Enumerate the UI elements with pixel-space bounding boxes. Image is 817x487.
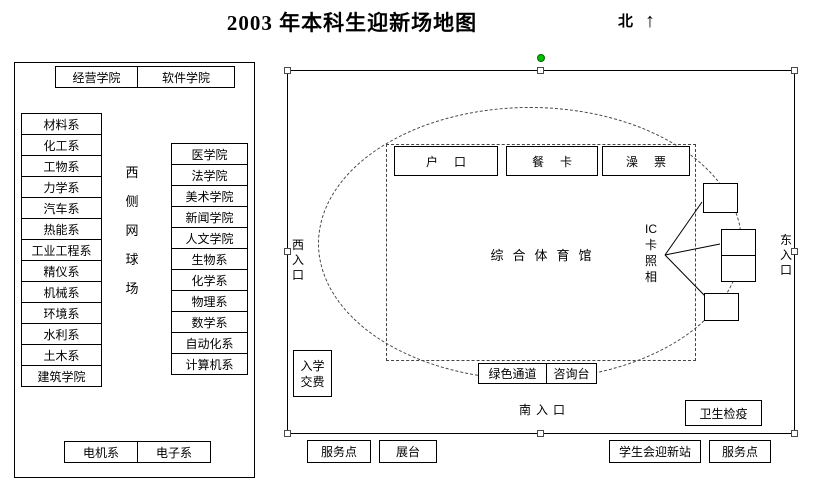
right-department-column: 医学院 法学院 美术学院 新闻学院 人文学院 生物系 化学系 物理系 数学系 自… [171,143,248,375]
dept-box: 人文学院 [171,227,248,249]
east-entrance-label: 东 入 口 [779,233,792,277]
enrollment-payment-box: 入学 交费 [293,350,332,397]
dept-box: 工物系 [21,155,102,177]
left-department-column: 材料系 化工系 工物系 力学系 汽车系 热能系 工业工程系 精仪系 机械系 环境… [21,113,102,387]
selection-handle[interactable] [284,67,291,74]
dept-box: 新闻学院 [171,206,248,228]
gym-label: 综合体育馆 [490,248,601,263]
service-point-box: 服务点 [307,440,371,463]
exhibit-stand-box: 展台 [379,440,437,463]
college-box: 经营学院 [55,66,138,88]
dept-box: 物理系 [171,290,248,312]
selection-handle[interactable] [791,248,798,255]
dept-box: 生物系 [171,248,248,270]
site-map-panel[interactable]: 户口 餐卡 澡票 综合体育馆 IC 卡 照 相 绿色通道 咨询台 西 入 口 东… [284,54,798,437]
west-entrance-label: 西 入 口 [291,238,304,282]
rotation-handle[interactable] [537,54,545,62]
selection-handle[interactable] [791,67,798,74]
info-desk-box: 咨询台 [546,363,597,384]
bottom-departments-row: 电机系 电子系 [64,441,211,463]
north-arrow-icon: ↑ [645,9,656,32]
dept-box: 计算机系 [171,353,248,375]
photo-booth-box [721,229,756,256]
north-indicator: 北 ↑ [618,10,655,31]
student-union-station-box: 学生会迎新站 [609,440,701,463]
dept-box: 医学院 [171,143,248,165]
dept-box: 汽车系 [21,197,102,219]
green-channel-box: 绿色通道 [478,363,547,384]
gym-service-box-zaopiao: 澡票 [602,146,690,176]
dept-box: 精仪系 [21,260,102,282]
selection-handle[interactable] [537,67,544,74]
dept-box: 电子系 [137,441,211,463]
ic-photo-label: IC 卡 照 相 [644,222,657,284]
photo-booth-box [704,293,739,321]
college-box: 软件学院 [137,66,235,88]
dept-box: 环境系 [21,302,102,324]
departments-panel: 经营学院 软件学院 材料系 化工系 工物系 力学系 汽车系 热能系 工业工程系 … [14,62,255,478]
dept-box: 化学系 [171,269,248,291]
service-point-box: 服务点 [709,440,771,463]
selection-handle[interactable] [791,430,798,437]
dept-box: 机械系 [21,281,102,303]
dept-box: 数学系 [171,311,248,333]
dept-box: 电机系 [64,441,138,463]
photo-booth-box [721,255,756,282]
dept-box: 法学院 [171,164,248,186]
dept-box: 自动化系 [171,332,248,354]
dept-box: 工业工程系 [21,239,102,261]
selection-handle[interactable] [537,430,544,437]
dept-box: 力学系 [21,176,102,198]
dept-box: 材料系 [21,113,102,135]
dept-box: 美术学院 [171,185,248,207]
photo-booth-box [703,183,738,213]
selection-handle[interactable] [284,248,291,255]
dept-box: 热能系 [21,218,102,240]
dept-box: 建筑学院 [21,365,102,387]
north-label: 北 [618,13,634,30]
gym-service-box-huji: 户口 [394,146,498,176]
gym-service-box-canka: 餐卡 [506,146,598,176]
dept-box: 化工系 [21,134,102,156]
page-title: 2003 年本科生迎新场地图 [226,11,478,35]
dept-box: 水利系 [21,323,102,345]
selection-handle[interactable] [284,430,291,437]
tennis-court-label: 西 侧 网 球 场 [125,165,139,296]
south-entrance-label: 南入口 [518,403,570,417]
dept-box: 土木系 [21,344,102,366]
quarantine-box: 卫生检疫 [685,400,762,426]
top-colleges-row: 经营学院 软件学院 [55,66,235,88]
